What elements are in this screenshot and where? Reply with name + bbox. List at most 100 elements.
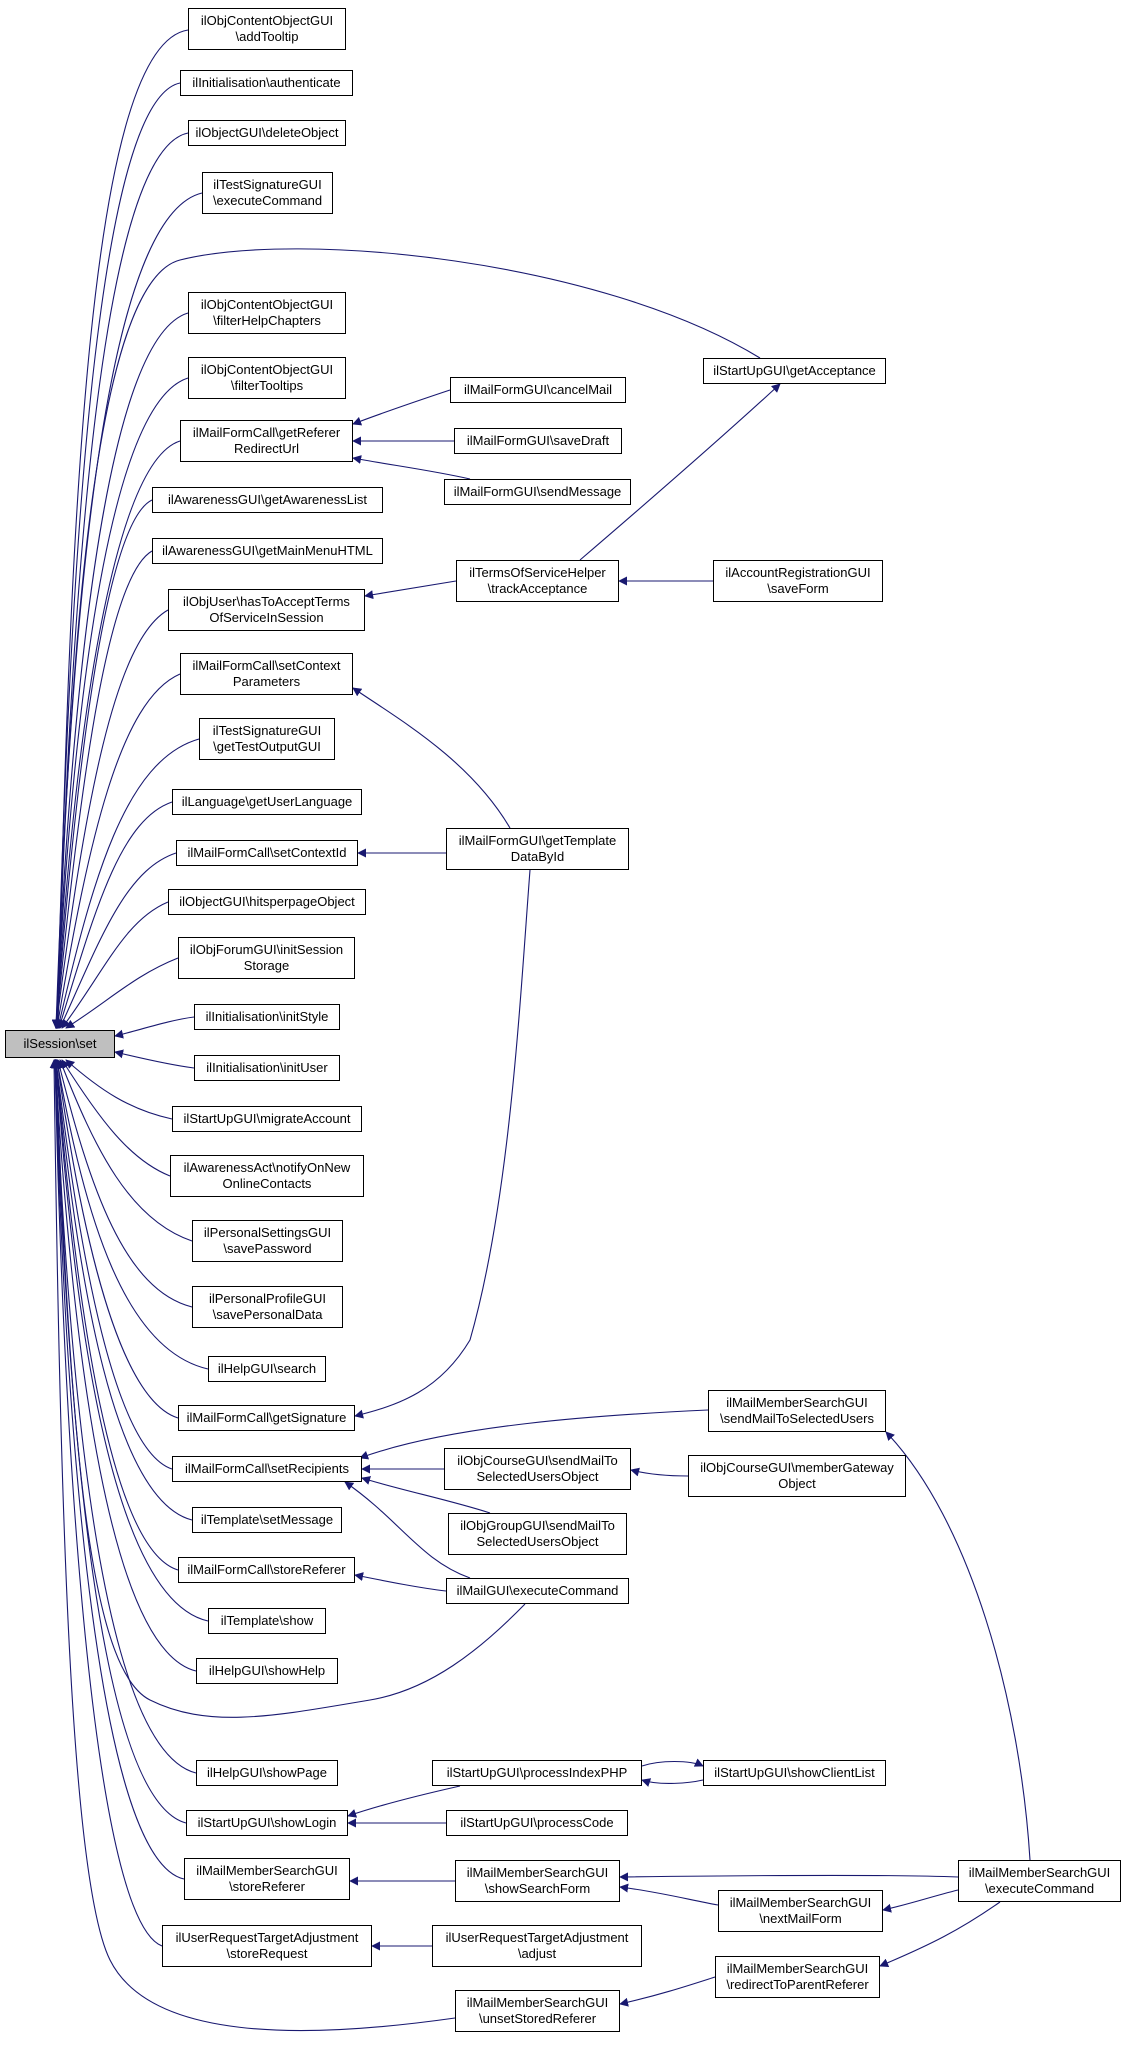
node-label-line: RedirectUrl [233,441,299,456]
graph-node[interactable]: ilObjContentObjectGUI\addTooltip [188,8,346,50]
node-label-line: \executeCommand [984,1881,1095,1896]
graph-node[interactable]: ilHelpGUI\showHelp [196,1658,338,1684]
node-label-line: ilObjCourseGUI\sendMailTo [457,1453,618,1468]
edge-c9-to-d5 [641,1758,704,1767]
graph-node[interactable]: ilStartUpGUI\processCode [446,1810,628,1836]
node-label-line: ilObjContentObjectGUI [200,297,334,312]
graph-node[interactable]: ilPersonalSettingsGUI\savePassword [192,1220,343,1262]
graph-node[interactable]: ilTermsOfServiceHelper\trackAcceptance [456,560,619,602]
graph-node[interactable]: ilMailMemberSearchGUI\storeReferer [184,1858,350,1900]
node-label-line: ilObjectGUI\deleteObject [195,125,339,140]
node-label-line: \executeCommand [212,193,323,208]
graph-node[interactable]: ilTestSignatureGUI\getTestOutputGUI [199,718,335,760]
edge-n2-to-root [52,82,181,1029]
graph-node[interactable]: ilUserRequestTargetAdjustment\adjust [432,1925,642,1967]
edge-c4-to-n10 [364,580,457,600]
graph-node[interactable]: ilUserRequestTargetAdjustment\storeReque… [162,1925,372,1967]
graph-node[interactable]: ilAwarenessGUI\getMainMenuHTML [152,538,383,564]
node-label-line: ilHelpGUI\showHelp [208,1663,326,1678]
graph-node[interactable]: ilPersonalProfileGUI\savePersonalData [192,1286,343,1328]
edge-n28-to-root [52,1059,209,1622]
node-label-line: ilHelpGUI\search [217,1361,317,1376]
graph-node[interactable]: ilObjContentObjectGUI\filterHelpChapters [188,292,346,334]
node-label-line: ilMailFormCall\setContext [192,658,341,673]
edge-n19-to-root [65,1059,173,1120]
edge-c8-to-n25 [344,1481,471,1579]
edge-e1-to-c11 [619,1872,959,1882]
graph-node[interactable]: ilHelpGUI\showPage [196,1760,338,1786]
edge-n8-to-root [52,499,153,1029]
graph-node[interactable]: ilMailMemberSearchGUI\redirectToParentRe… [715,1956,880,1998]
node-label-line: ilMailFormCall\storeReferer [187,1562,346,1577]
graph-node[interactable]: ilAccountRegistrationGUI\saveForm [713,560,883,602]
graph-node[interactable]: ilStartUpGUI\migrateAccount [172,1106,362,1132]
graph-node[interactable]: ilMailFormGUI\saveDraft [454,428,622,454]
node-label-line: \showSearchForm [484,1881,591,1896]
graph-node[interactable]: ilLanguage\getUserLanguage [172,789,362,815]
node-label-line: ilTemplate\setMessage [200,1512,334,1527]
graph-node[interactable]: ilStartUpGUI\processIndexPHP [432,1760,642,1786]
edge-c4-to-d1 [579,383,781,561]
graph-node[interactable]: ilMailFormCall\getSignature [178,1405,355,1431]
graph-node[interactable]: ilTemplate\show [208,1608,326,1634]
graph-node[interactable]: ilStartUpGUI\showClientList [703,1760,886,1786]
graph-node[interactable]: ilStartUpGUI\getAcceptance [703,358,886,384]
edge-n16-to-root [65,957,179,1029]
graph-node[interactable]: ilMailFormCall\storeReferer [178,1557,355,1583]
node-label-line: ilObjUser\hasToAcceptTerms [183,594,350,609]
graph-node[interactable]: ilHelpGUI\search [208,1356,326,1382]
graph-node[interactable]: ilTestSignatureGUI\executeCommand [202,172,333,214]
graph-node[interactable]: ilInitialisation\initUser [194,1055,340,1081]
graph-node[interactable]: ilMailFormCall\setContextId [176,840,358,866]
node-label-line: ilObjContentObjectGUI [200,362,334,377]
graph-node[interactable]: ilAwarenessGUI\getAwarenessList [152,487,383,513]
node-label-line: ilMailMemberSearchGUI [726,1961,869,1976]
graph-node[interactable]: ilMailGUI\executeCommand [446,1578,629,1604]
graph-node[interactable]: ilMailFormCall\setRecipients [172,1456,362,1482]
edge-c8-to-root [51,1059,526,1718]
graph-node[interactable]: ilMailMemberSearchGUI\nextMailForm [718,1890,883,1932]
graph-node[interactable]: ilTemplate\setMessage [192,1507,342,1533]
node-label-line: Parameters [232,674,301,689]
node-label-line: ilStartUpGUI\showLogin [197,1815,337,1830]
graph-node[interactable]: ilInitialisation\initStyle [194,1004,340,1030]
node-label-line: ilPersonalProfileGUI [208,1291,327,1306]
graph-node[interactable]: ilMailFormGUI\cancelMail [450,377,626,403]
graph-node[interactable]: ilMailMemberSearchGUI\executeCommand [958,1860,1121,1902]
node-label-line: ilObjContentObjectGUI [200,13,334,28]
node-label-line: ilTermsOfServiceHelper [469,565,606,580]
node-label-line: ilMailFormCall\getSignature [186,1410,347,1425]
node-label-line: ilInitialisation\authenticate [192,75,341,90]
edge-n7-to-root [52,440,181,1029]
node-label-line: ilMailFormCall\setRecipients [185,1461,349,1476]
node-label-line: \adjust [517,1946,557,1961]
edge-n12-to-root [55,738,200,1029]
graph-node[interactable]: ilInitialisation\authenticate [180,70,353,96]
root-node[interactable]: ilSession\set [5,1030,115,1058]
graph-node[interactable]: ilMailFormGUI\sendMessage [444,479,631,505]
node-label-line: \storeRequest [226,1946,308,1961]
node-label-line: ilMailFormGUI\cancelMail [463,382,613,397]
graph-node[interactable]: ilMailMemberSearchGUI\showSearchForm [455,1860,620,1902]
graph-node[interactable]: ilObjContentObjectGUI\filterTooltips [188,357,346,399]
node-label-line: ilMailFormGUI\getTemplate [458,833,617,848]
graph-node[interactable]: ilMailMemberSearchGUI\unsetStoredReferer [455,1990,620,2032]
graph-node[interactable]: ilStartUpGUI\showLogin [186,1810,348,1836]
graph-node[interactable]: ilObjectGUI\hitsperpageObject [168,889,366,915]
graph-node[interactable]: ilMailMemberSearchGUI\sendMailToSelected… [708,1390,886,1432]
graph-node[interactable]: ilObjectGUI\deleteObject [188,120,346,146]
node-label-line: ilMailFormGUI\saveDraft [466,433,610,448]
node-label-line: SelectedUsersObject [476,1534,599,1549]
node-label-line: Object [778,1476,816,1491]
node-label-line: ilTemplate\show [220,1613,314,1628]
